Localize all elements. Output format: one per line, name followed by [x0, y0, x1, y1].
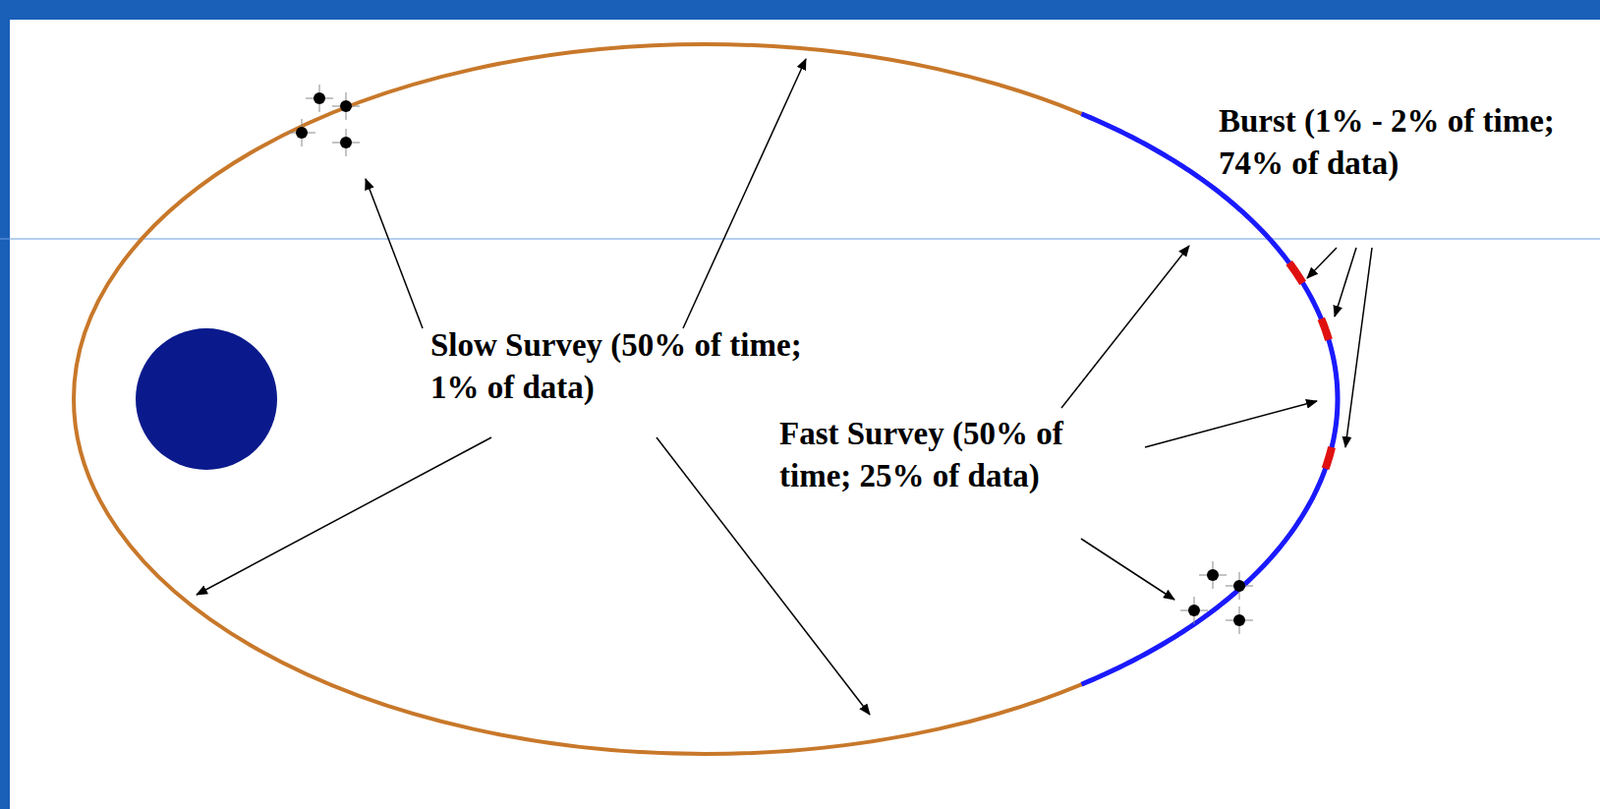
spacecraft-formation: [287, 84, 1254, 634]
spacecraft: [332, 92, 360, 120]
leader-arrow: [196, 437, 492, 595]
guide-line: [0, 238, 1600, 240]
earth: [135, 328, 278, 470]
spacecraft: [305, 84, 334, 113]
leader-arrow: [1081, 538, 1175, 600]
spacecraft: [1225, 571, 1254, 600]
fast-orbit-arc: [1081, 114, 1338, 685]
annotation-label: Slow Survey (50% of time; 1% of data): [430, 324, 804, 409]
leader-arrow: [365, 178, 423, 329]
leader-arrows: [196, 58, 1372, 715]
leader-arrow: [1144, 400, 1317, 448]
burst-segment: [1325, 447, 1333, 469]
leader-arrow: [1061, 245, 1190, 408]
leader-arrow: [1307, 247, 1337, 279]
leader-arrow: [1334, 247, 1357, 317]
leader-arrow: [1345, 247, 1372, 448]
spacecraft: [287, 118, 316, 147]
burst-segment: [1289, 262, 1304, 284]
spacecraft: [1199, 561, 1227, 589]
spacecraft: [1180, 596, 1208, 625]
annotation-label: Burst (1% - 2% of time; 74% of data): [1218, 100, 1597, 185]
burst-segment: [1320, 318, 1329, 341]
slow-orbit-arc: [73, 44, 1338, 754]
orbit: [73, 44, 1338, 754]
annotation-label: Fast Survey (50% of time; 25% of data): [779, 412, 1124, 498]
spacecraft: [1225, 606, 1254, 634]
spacecraft: [332, 128, 360, 157]
leader-arrow: [683, 58, 806, 329]
